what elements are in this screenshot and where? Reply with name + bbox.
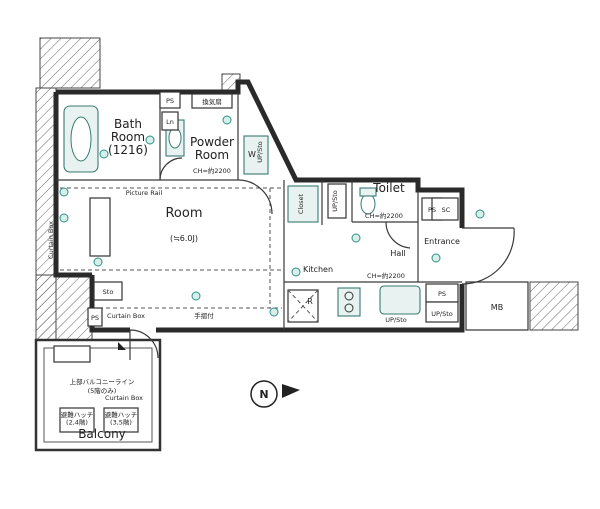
mb-label: MB: [491, 303, 503, 312]
escape-hatch-right: [103, 407, 139, 433]
room-size-label: (≒6.0J): [170, 234, 198, 243]
closet-box: [287, 185, 319, 223]
sto-label: Sto: [103, 288, 114, 296]
balcony-inner: [43, 347, 153, 443]
washing-machine-pan: [243, 135, 269, 175]
entrance-door-swing: [461, 227, 515, 285]
exterior-wall-right: [290, 284, 465, 333]
burner-1: [344, 291, 354, 301]
ps-kitchen-label: PS: [438, 290, 446, 298]
balcony-door-swing: [129, 329, 159, 360]
sc-box: [431, 197, 459, 221]
picture-rail-label: Picture Rail: [126, 189, 163, 197]
exterior-wall-bottom-left: [89, 275, 130, 333]
toilet-door-swing: [385, 221, 411, 249]
room-socket-4: [191, 291, 201, 301]
toilet-label: Toilet: [372, 181, 405, 195]
room-socket-2: [59, 213, 69, 223]
room-socket-3: [93, 257, 103, 267]
balcony-line-sub-label: (5階のみ): [88, 386, 117, 395]
sc-label: SC: [442, 206, 451, 214]
wall-hatch-top-left: [39, 37, 101, 89]
room-ac-unit: [89, 197, 111, 257]
compass-label: N: [259, 388, 268, 401]
bath-fixture: [145, 135, 155, 145]
powder-light: [222, 115, 232, 125]
balcony-label: Balcony: [78, 427, 126, 441]
ventilation-label: 換気扇: [202, 97, 222, 106]
mb-box: [465, 281, 529, 331]
sto-box: [93, 281, 123, 301]
exterior-wall: [56, 79, 465, 228]
hall-label: Hall: [390, 249, 405, 258]
burner-2: [344, 303, 354, 313]
exterior-wall-left: [53, 92, 92, 278]
bath-drain: [99, 149, 109, 159]
ps-box-balcony: [87, 307, 103, 327]
compass-arrow-icon: [282, 384, 300, 398]
toilet-tank: [359, 187, 377, 197]
room-socket-1: [59, 187, 69, 197]
compass-circle: [250, 380, 278, 408]
upsto-right-label: UP/Sto: [431, 310, 453, 318]
ps-balcony-label: PS: [91, 314, 99, 322]
ps-entrance-label: PS: [428, 206, 436, 214]
curtain-box-left-label: Curtain Box: [47, 221, 55, 259]
upsto-closet-label: UP/Sto: [331, 190, 339, 212]
ln-box: [161, 111, 179, 131]
upsto-left-label: UP/Sto: [256, 141, 264, 163]
kitchen-label: Kitchen: [303, 265, 333, 274]
room-socket-5: [269, 307, 279, 317]
ps-top-label: PS: [166, 97, 174, 105]
vanity-sink: [168, 127, 182, 149]
ln-label: Ln: [166, 118, 174, 126]
kitchen-sink: [379, 285, 421, 315]
ch-toilet-label: CH=約2200: [365, 211, 403, 220]
w-label: W: [248, 150, 256, 159]
balcony-line-label: 上部バルコニーライン: [70, 377, 135, 386]
wall-hatch-bottom-left: [35, 274, 93, 341]
stove: [337, 287, 361, 317]
upsto-box-right: [425, 301, 459, 323]
wall-hatch-right: [529, 281, 579, 331]
hall-light: [431, 253, 441, 263]
hatch-right-label: 避難ハッチ(3,5階): [105, 410, 138, 427]
balcony-outline: [34, 338, 162, 452]
powder-door-swing: [159, 157, 183, 181]
hatch-left-label: 避難ハッチ(2,4階): [61, 410, 94, 427]
ps-box-top: [159, 91, 181, 109]
curtain-box-balcony-label: Curtain Box: [105, 394, 143, 402]
curtain-box-bottom-label: Curtain Box: [107, 312, 145, 320]
balcony-door-arrow: [118, 342, 126, 350]
ch-powder-label: CH=約2200: [193, 166, 231, 175]
fridge-cross-2: [287, 289, 319, 323]
entrance-label: Entrance: [424, 237, 460, 246]
handrail-label: 手摺付: [194, 311, 214, 320]
kitchen-light: [351, 233, 361, 243]
r-label: R: [307, 297, 313, 306]
kitchen-socket: [291, 267, 301, 277]
toilet-bowl: [360, 193, 376, 215]
ventilation-box: [191, 93, 233, 109]
closet-upsto-box: [327, 183, 347, 219]
room-door-swing: [237, 179, 273, 215]
ch-kitchen-label: CH=約2200: [367, 271, 405, 280]
escape-hatch-left: [59, 407, 95, 433]
bathtub-basin: [70, 116, 92, 162]
room-label: Room: [165, 206, 202, 221]
entrance-light: [475, 209, 485, 219]
balcony-unit: [53, 345, 91, 363]
closet-label: Closet: [297, 193, 305, 214]
upsto-bottom-label: UP/Sto: [385, 316, 407, 324]
